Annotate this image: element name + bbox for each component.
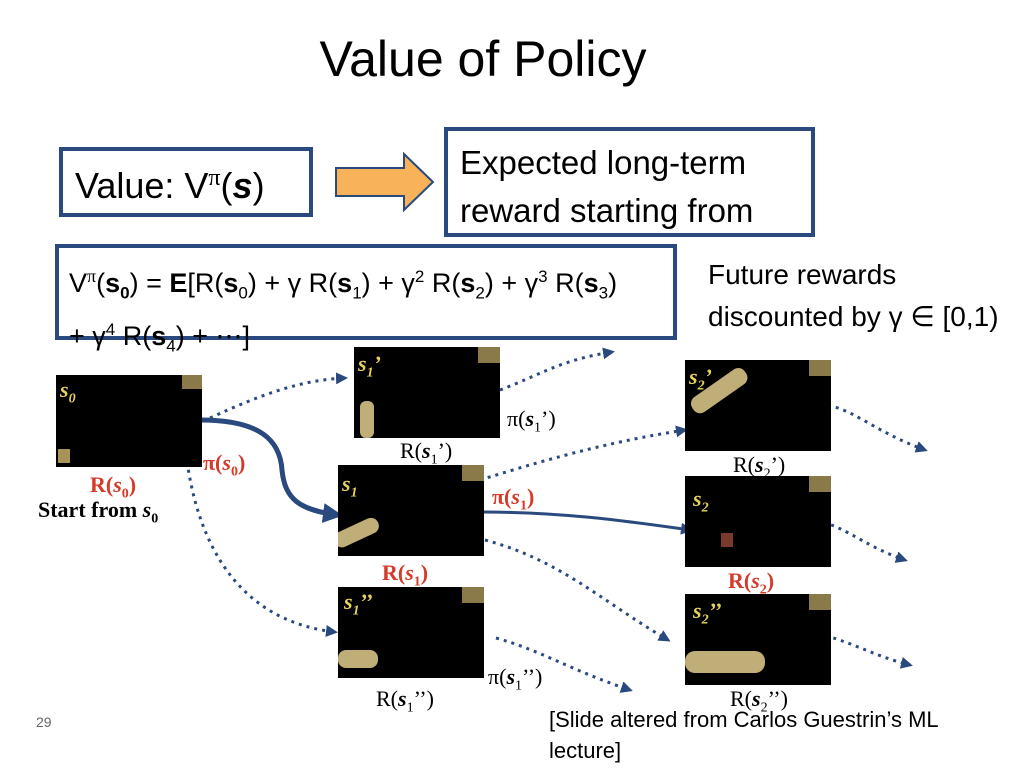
f-s: s bbox=[460, 268, 476, 298]
page-title: Value of Policy bbox=[319, 31, 647, 87]
f-open: ( bbox=[96, 268, 106, 298]
state-s1p-tag: s1’ bbox=[358, 351, 381, 381]
future-line2: discounted by γ ∈ [0,1) bbox=[708, 301, 999, 332]
f-s0-sub: 0 bbox=[120, 283, 130, 303]
label-r-s2pp: R(s2’’) bbox=[730, 686, 788, 716]
state-s1pp-tag: s1’’ bbox=[344, 589, 373, 619]
formula-line2: + γ4 R(s4) + ⋯] bbox=[69, 311, 673, 364]
label-r-s1: R(s1) bbox=[382, 560, 429, 590]
label-r-s2: R(s2) bbox=[728, 568, 775, 598]
f-r: R( bbox=[115, 321, 152, 352]
label-r-s0: R(s0) bbox=[90, 472, 137, 502]
paren-open: ( bbox=[220, 165, 233, 206]
label-r-s1pp: R(s1’’) bbox=[376, 686, 434, 716]
f-s0: s bbox=[105, 268, 121, 298]
edge-s1-s2p bbox=[479, 425, 688, 482]
f-pi: π bbox=[87, 266, 97, 286]
label-pi-s1pp: π(s1’’) bbox=[488, 664, 543, 694]
f-g4: + γ bbox=[69, 321, 106, 352]
state-s1-tag: s1 bbox=[342, 471, 358, 501]
expected-box: Expected long-term reward starting from bbox=[444, 127, 815, 237]
f-sub: 4 bbox=[166, 336, 176, 356]
f-sub: 3 bbox=[598, 283, 609, 303]
state-s2pp-tag: s2’’ bbox=[693, 598, 722, 628]
expected-line1: Expected long-term bbox=[460, 144, 747, 181]
agent-arm bbox=[338, 650, 378, 668]
f-exp: 3 bbox=[538, 267, 548, 286]
f-sub: 2 bbox=[475, 283, 485, 303]
state-s2-image: s2 bbox=[685, 476, 831, 567]
paren-close: ) bbox=[252, 165, 265, 206]
state-s2p-image: s2’ bbox=[685, 360, 831, 451]
target-mark bbox=[721, 533, 733, 547]
corner-marker bbox=[809, 594, 831, 610]
state-s0-tag: s0 bbox=[60, 377, 76, 407]
corner-marker bbox=[462, 465, 484, 481]
f-exp: 4 bbox=[105, 320, 116, 340]
agent-arm bbox=[338, 515, 382, 550]
edge-s1-s2 bbox=[481, 510, 693, 535]
page-number: 29 bbox=[36, 714, 52, 730]
state-s2p-tag: s2’ bbox=[689, 364, 712, 394]
f-r1: ) + γ R( bbox=[247, 268, 338, 298]
label-r-s2p: R(s2’) bbox=[733, 452, 786, 482]
label-start-from: Start from s0 bbox=[38, 497, 159, 527]
f-s: s bbox=[223, 268, 239, 298]
state-s1p-image: s1’ bbox=[354, 347, 500, 438]
corner-marker bbox=[462, 587, 484, 603]
f-s: s bbox=[151, 321, 167, 352]
f-g3: ) + γ bbox=[484, 268, 539, 298]
future-line1: Future rewards bbox=[708, 259, 897, 290]
state-s2-tag: s2 bbox=[693, 486, 709, 516]
f-eq: ) = bbox=[129, 268, 170, 298]
slide-credit: [Slide altered from Carlos Guestrin’s ML… bbox=[549, 707, 938, 763]
f-v: V bbox=[69, 268, 88, 298]
f-s: s bbox=[583, 268, 599, 298]
f-g2: ) + γ bbox=[361, 268, 415, 298]
agent-arm bbox=[685, 651, 765, 673]
formula-line1: Vπ(s0) = E[R(s0) + γ R(s1) + γ2 R(s2) + … bbox=[69, 258, 673, 311]
state-s1-image: s1 bbox=[338, 465, 484, 556]
formula-box: Vπ(s0) = E[R(s0) + γ R(s1) + γ2 R(s2) + … bbox=[55, 244, 677, 356]
f-sub: 1 bbox=[352, 283, 362, 303]
state-s1pp-image: s1’’ bbox=[338, 587, 484, 678]
edge-s0-s1 bbox=[199, 417, 343, 523]
f-r: R( bbox=[424, 268, 461, 298]
label-pi-s1p: π(s1’) bbox=[507, 406, 556, 436]
edge-s2p-out bbox=[819, 403, 928, 453]
pi-symbol: π bbox=[208, 165, 221, 191]
f-sub: 0 bbox=[238, 283, 248, 303]
state-symbol: s bbox=[232, 165, 253, 206]
edge-s1pp-out bbox=[495, 636, 633, 693]
f-close: ) bbox=[608, 268, 618, 298]
f-expect: E bbox=[169, 268, 188, 298]
state-s2pp-image: s2’’ bbox=[685, 594, 831, 685]
corner-marker bbox=[809, 476, 831, 492]
f-r: R( bbox=[547, 268, 584, 298]
agent-blob bbox=[58, 449, 70, 463]
edge-s0-s1p bbox=[209, 372, 348, 420]
f-tail: ) + ⋯] bbox=[175, 321, 251, 352]
corner-marker bbox=[809, 360, 831, 376]
corner-marker bbox=[478, 347, 500, 363]
state-s0-image: s0 bbox=[56, 375, 202, 467]
orange-arrow bbox=[335, 151, 435, 213]
corner-marker bbox=[182, 375, 202, 389]
f-r0: [R( bbox=[187, 268, 224, 298]
future-rewards-note: Future rewards discounted by γ ∈ [0,1) bbox=[708, 254, 999, 338]
label-pi-s1: π(s1) bbox=[492, 484, 535, 514]
f-exp: 2 bbox=[414, 267, 425, 286]
agent-arm bbox=[360, 401, 374, 438]
label-r-s1p: R(s1’) bbox=[400, 438, 453, 468]
expected-line2: reward starting from bbox=[460, 192, 754, 229]
value-label: Value: V bbox=[75, 165, 209, 206]
edge-s1-s2pp bbox=[484, 538, 671, 642]
value-box: Value: Vπ(s) bbox=[59, 147, 313, 217]
label-pi-s0: π(s0) bbox=[203, 450, 246, 480]
f-s: s bbox=[337, 268, 353, 298]
